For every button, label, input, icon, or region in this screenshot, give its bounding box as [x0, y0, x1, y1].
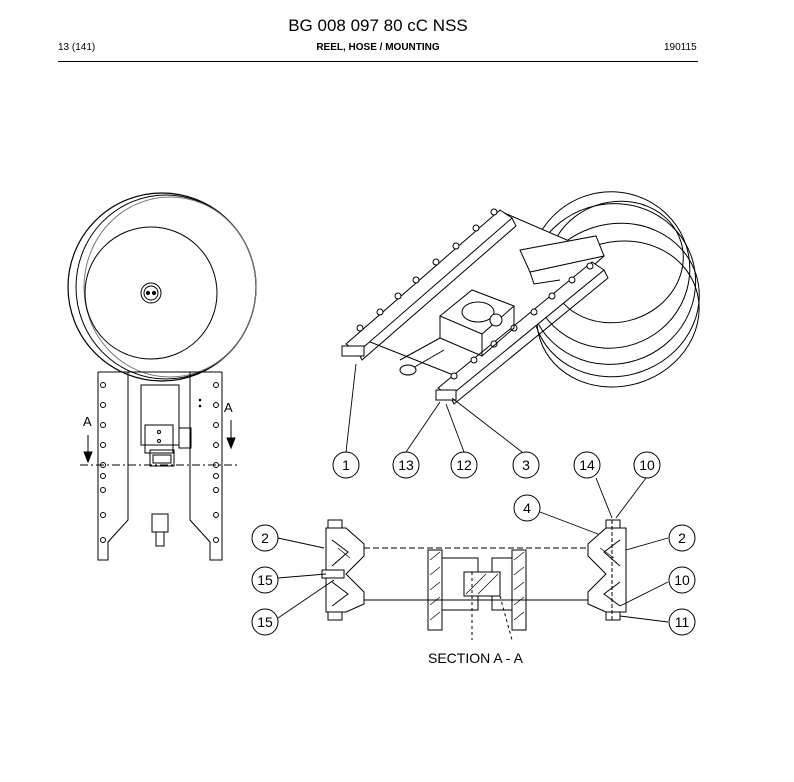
callout-3: 3: [522, 457, 530, 473]
leader-lines: [277, 363, 669, 623]
reel-isometric-view: [341, 191, 700, 405]
reel-front-view: [67, 192, 257, 561]
callout-balloons: [251, 451, 696, 636]
callout-11: 11: [675, 614, 690, 630]
callout-2-left: 2: [261, 530, 269, 546]
callout-4: 4: [523, 500, 531, 516]
callout-13: 13: [398, 457, 414, 473]
callout-10-right: 10: [674, 572, 690, 588]
document-title: BG 008 097 80 cC NSS: [288, 16, 468, 35]
callout-15-lower: 15: [257, 614, 273, 630]
callout-15-upper: 15: [257, 572, 273, 588]
page-number: 13 (141): [58, 42, 96, 53]
section-caption: SECTION A - A: [428, 650, 523, 666]
section-title: REEL, HOSE / MOUNTING: [316, 42, 440, 53]
date-code: 190115: [664, 42, 697, 53]
section-a-a-view: [321, 519, 627, 641]
callout-14: 14: [579, 457, 595, 473]
callout-12: 12: [456, 457, 472, 473]
callout-2-right: 2: [678, 530, 686, 546]
header-rule: [58, 61, 698, 62]
section-marker-right: A: [224, 400, 233, 415]
callout-10-top: 10: [639, 457, 655, 473]
section-marker-left: A: [83, 414, 92, 429]
callout-1: 1: [342, 457, 350, 473]
